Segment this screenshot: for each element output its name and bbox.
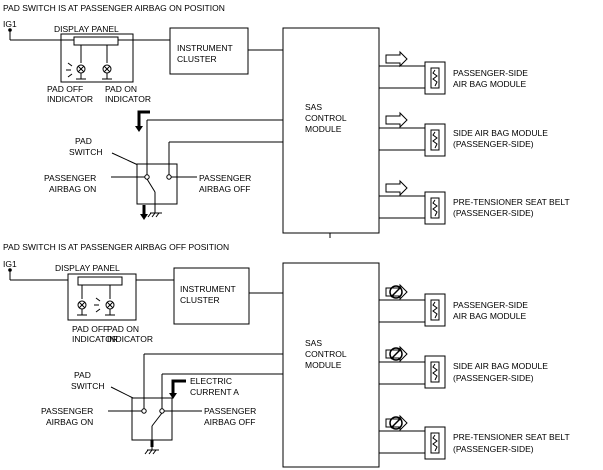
electric-current-label-2: CURRENT A (190, 387, 239, 397)
module-label-2: AIR BAG MODULE (453, 79, 527, 89)
sas-label-3: MODULE (305, 360, 342, 370)
output-arrow-icon (385, 179, 408, 197)
output-module-1: PASSENGER-SIDE AIR BAG MODULE (379, 283, 528, 327)
pad-switch-label-1: PAD (74, 370, 91, 380)
ig1-label: IG1 (3, 19, 17, 29)
module-label-2: (PASSENGER-SIDE) (453, 373, 534, 383)
sas-label-2: CONTROL (305, 349, 347, 359)
pad-off-indicator-label-2: INDICATOR (47, 94, 93, 104)
blocked-icon (389, 285, 403, 299)
module-label-1: PRE-TENSIONER SEAT BELT (453, 197, 570, 207)
blocked-icon (389, 347, 403, 361)
passenger-airbag-off-label-2: AIRBAG OFF (204, 417, 255, 427)
module-label-2: (PASSENGER-SIDE) (453, 208, 534, 218)
ground-icon (147, 212, 162, 218)
display-panel-label: DISPLAY PANEL (54, 24, 119, 34)
switch-contact-on (141, 408, 147, 414)
instrument-cluster-label-1: INSTRUMENT (177, 43, 233, 53)
display-panel-resistor (73, 36, 119, 46)
output-module-2: SIDE AIR BAG MODULE (PASSENGER-SIDE) (379, 345, 548, 389)
output-module-3: PRE-TENSIONER SEAT BELT (PASSENGER-SIDE) (379, 179, 570, 225)
module-label-2: (PASSENGER-SIDE) (453, 139, 534, 149)
blocked-icon (389, 416, 403, 430)
switch-blade (151, 412, 163, 427)
module-label-1: PASSENGER-SIDE (453, 68, 528, 78)
pad-on-indicator-label-1: PAD ON (105, 84, 137, 94)
passenger-airbag-on-label-1: PASSENGER (41, 406, 93, 416)
section-airbag-on: PAD SWITCH IS AT PASSENGER AIRBAG ON POS… (3, 3, 570, 238)
display-panel-resistor (77, 276, 123, 286)
output-module-3: PRE-TENSIONER SEAT BELT (PASSENGER-SIDE) (379, 414, 570, 460)
sas-control-module-box (282, 27, 380, 234)
passenger-airbag-on-label-2: AIRBAG ON (46, 417, 93, 427)
sas-label-3: MODULE (305, 124, 342, 134)
ground-icon (144, 449, 159, 455)
pad-off-indicator-label-1: PAD OFF (47, 84, 83, 94)
switch-blade (146, 178, 156, 193)
switch-contact-on (144, 174, 150, 180)
pad-on-indicator-lamp-icon (94, 297, 115, 316)
instrument-cluster-label-2: CLUSTER (177, 54, 217, 64)
ig1-label: IG1 (3, 259, 17, 269)
module-label-1: SIDE AIR BAG MODULE (453, 361, 548, 371)
switch-contact-off (159, 408, 165, 414)
module-label-1: SIDE AIR BAG MODULE (453, 128, 548, 138)
pad-on-indicator-label-2: INDICATOR (105, 94, 151, 104)
output-module-2: SIDE AIR BAG MODULE (PASSENGER-SIDE) (379, 111, 548, 157)
passenger-airbag-off-label-1: PASSENGER (199, 173, 251, 183)
pad-on-indicator-label-1: PAD ON (107, 324, 139, 334)
section-title: PAD SWITCH IS AT PASSENGER AIRBAG ON POS… (3, 3, 225, 13)
module-label-1: PASSENGER-SIDE (453, 300, 528, 310)
pad-off-indicator-lamp-icon (77, 300, 87, 316)
instrument-cluster-box (173, 267, 250, 325)
instrument-cluster-label-2: CLUSTER (180, 295, 220, 305)
sas-label-2: CONTROL (305, 113, 347, 123)
instrument-cluster-box (169, 27, 249, 75)
pad-switch-label-2: SWITCH (71, 381, 105, 391)
passenger-airbag-off-label-2: AIRBAG OFF (199, 184, 250, 194)
sas-label-1: SAS (305, 102, 322, 112)
sas-control-module-box (282, 262, 380, 468)
section-airbag-off: PAD SWITCH IS AT PASSENGER AIRBAG OFF PO… (3, 242, 570, 468)
output-arrow-icon (385, 50, 408, 68)
output-module-1: PASSENGER-SIDE AIR BAG MODULE (379, 50, 528, 95)
pad-switch-label-2: SWITCH (69, 147, 103, 157)
passenger-airbag-off-label-1: PASSENGER (204, 406, 256, 416)
module-label-2: (PASSENGER-SIDE) (453, 444, 534, 454)
pad-on-indicator-lamp-icon (102, 64, 112, 80)
passenger-airbag-on-label-1: PASSENGER (44, 173, 96, 183)
passenger-airbag-on-label-2: AIRBAG ON (49, 184, 96, 194)
switch-contact-off (166, 174, 172, 180)
sas-label-1: SAS (305, 338, 322, 348)
pad-switch-box (136, 163, 178, 205)
module-label-1: PRE-TENSIONER SEAT BELT (453, 432, 570, 442)
section-title: PAD SWITCH IS AT PASSENGER AIRBAG OFF PO… (3, 242, 229, 252)
pad-off-indicator-label-1: PAD OFF (72, 324, 108, 334)
pad-off-indicator-label-2: INDICATOR (72, 334, 118, 344)
pad-switch-label-1: PAD (75, 136, 92, 146)
instrument-cluster-label-1: INSTRUMENT (180, 284, 236, 294)
output-arrow-icon (385, 111, 408, 129)
pad-off-indicator-lamp-icon (66, 62, 86, 80)
pad-on-indicator-label-2: INDICATOR (107, 334, 153, 344)
current-arrow (137, 110, 150, 126)
current-a-arrow (171, 379, 186, 393)
module-label-2: AIR BAG MODULE (453, 311, 527, 321)
electric-current-label-1: ELECTRIC (190, 376, 232, 386)
display-panel-label: DISPLAY PANEL (55, 263, 120, 273)
